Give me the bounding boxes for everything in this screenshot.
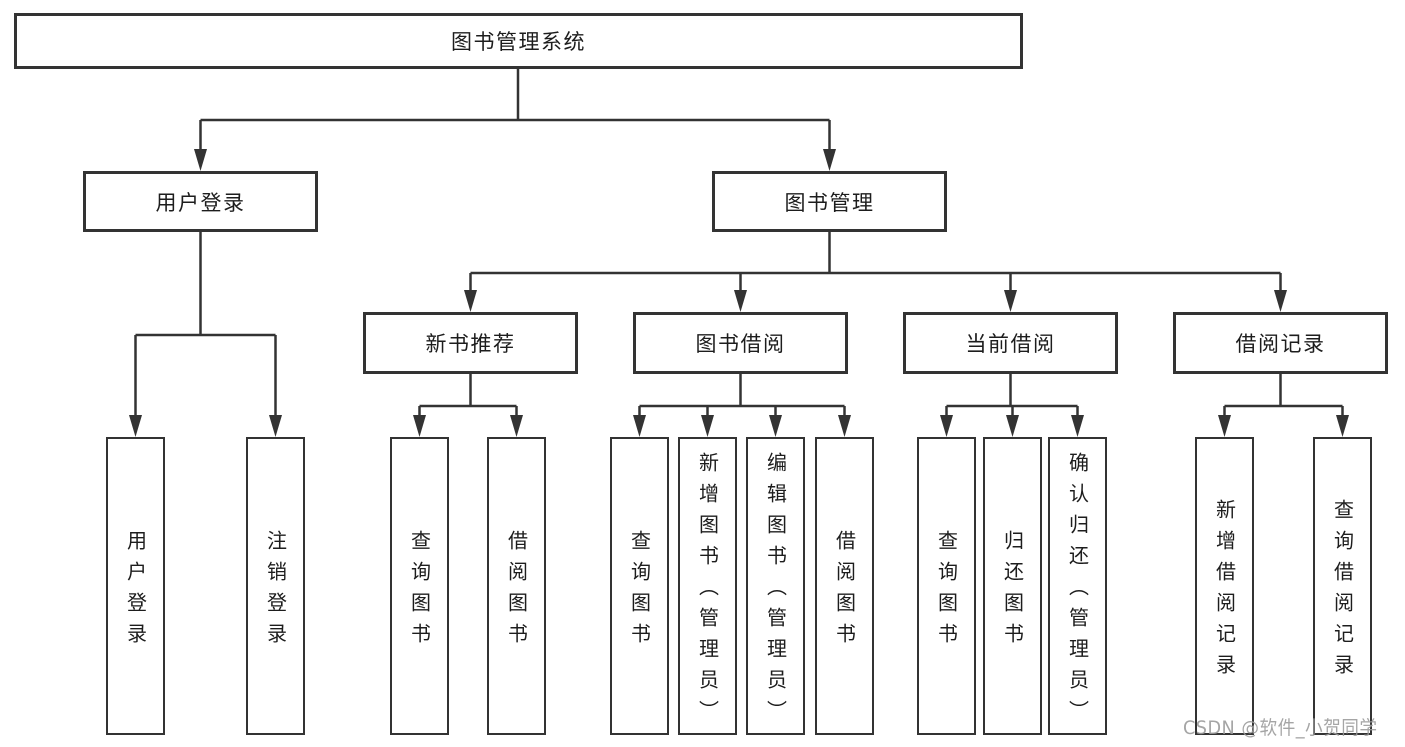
leaf-logout: 注销登录 <box>246 437 305 735</box>
leaf-confirm-return-admin: 确认归还（管理员） <box>1048 437 1107 735</box>
leaf-search-books-current: 查询图书 <box>917 437 976 735</box>
leaf-logout-label: 注销登录 <box>263 529 288 654</box>
node-book-management-label: 图书管理 <box>784 190 875 215</box>
leaf-add-borrow-record: 新增借阅记录 <box>1195 437 1254 735</box>
node-new-book-recommendation-label: 新书推荐 <box>425 332 516 356</box>
node-user-login-label: 用户登录 <box>155 190 246 215</box>
node-borrowing-records: 借阅记录 <box>1173 312 1388 374</box>
leaf-search-books-borrowing: 查询图书 <box>610 437 669 735</box>
leaf-search-books-recommend-label: 查询图书 <box>407 529 432 654</box>
leaf-search-books-borrowing-label: 查询图书 <box>627 529 652 654</box>
leaf-edit-book-admin-label: 编辑图书（管理员） <box>763 452 788 731</box>
leaf-return-book-label: 归还图书 <box>1000 529 1025 654</box>
leaf-add-book-admin: 新增图书（管理员） <box>678 437 737 735</box>
leaf-add-borrow-record-label: 新增借阅记录 <box>1212 498 1237 685</box>
leaf-borrow-books-borrowing-label: 借阅图书 <box>832 529 857 654</box>
leaf-edit-book-admin: 编辑图书（管理员） <box>746 437 805 735</box>
watermark: CSDN @软件_小贺同学 <box>1183 717 1378 739</box>
leaf-search-books-current-label: 查询图书 <box>934 529 959 654</box>
leaf-borrow-books-recommend-label: 借阅图书 <box>504 529 529 654</box>
leaf-add-book-admin-label: 新增图书（管理员） <box>695 452 720 731</box>
leaf-confirm-return-admin-label: 确认归还（管理员） <box>1065 452 1090 731</box>
leaf-user-login: 用户登录 <box>106 437 165 735</box>
node-book-management: 图书管理 <box>712 171 947 232</box>
node-book-borrowing: 图书借阅 <box>633 312 848 374</box>
node-root-label: 图书管理系统 <box>451 30 586 54</box>
node-new-book-recommendation: 新书推荐 <box>363 312 578 374</box>
leaf-search-books-recommend: 查询图书 <box>390 437 449 735</box>
leaf-search-borrow-record-label: 查询借阅记录 <box>1330 498 1355 685</box>
node-book-borrowing-label: 图书借阅 <box>695 332 786 356</box>
node-current-borrowing: 当前借阅 <box>903 312 1118 374</box>
leaf-search-borrow-record: 查询借阅记录 <box>1313 437 1372 735</box>
leaf-borrow-books-borrowing: 借阅图书 <box>815 437 874 735</box>
node-root: 图书管理系统 <box>14 13 1023 69</box>
node-borrowing-records-label: 借阅记录 <box>1235 332 1326 356</box>
leaf-user-login-label: 用户登录 <box>123 529 148 654</box>
node-user-login: 用户登录 <box>83 171 318 232</box>
node-current-borrowing-label: 当前借阅 <box>965 332 1056 356</box>
leaf-return-book: 归还图书 <box>983 437 1042 735</box>
leaf-borrow-books-recommend: 借阅图书 <box>487 437 546 735</box>
